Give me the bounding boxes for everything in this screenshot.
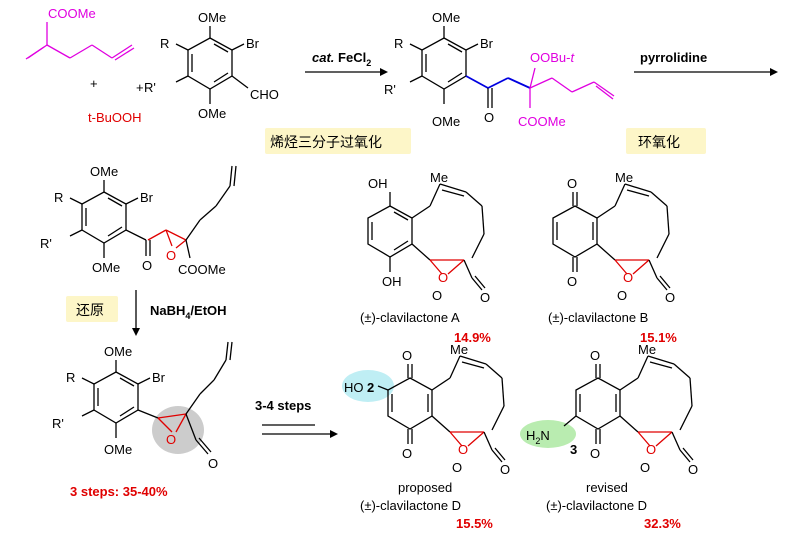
peroxide-oobu-label: OOBu-t [530,50,575,65]
proposed-clav-d-structure: O O Me O O O [377,342,510,477]
clav-a-epoxide-o: O [438,270,448,285]
clav-a-me: Me [430,170,448,185]
prop-d-yield: 15.5% [456,516,493,531]
peroxide-coome-label: COOMe [518,114,566,129]
peroxide-product: OMe Br R R' OMe O OOBu-t COOMe [384,10,615,129]
epoxide-o-label: O [166,248,176,263]
clav-b-ring-o: O [617,288,627,303]
clavilactone-a-structure: OH OH Me O O O [367,170,490,305]
epoxide-ketone-o: O [142,258,152,273]
rev-d-o-top: O [590,348,600,363]
lactone-carbonyl-o: O [208,456,218,471]
epoxidation-label: 环氧化 [638,134,680,150]
aldehyde-ome-bottom: OMe [198,106,226,121]
aldehyde-br: Br [246,36,260,51]
pyrrolidine-label: pyrrolidine [640,50,707,65]
aldehyde-cho: CHO [250,87,279,102]
nabh4-label: NaBH4/EtOH [150,303,227,321]
olefin-peroxidation-box [265,128,411,154]
lactone-br: Br [152,370,166,385]
peroxide-r: R [394,36,403,51]
clav-b-me: Me [615,170,633,185]
epoxidation-box [626,128,706,154]
catalyst-label: cat. FeCl2 [312,50,371,68]
epoxide-ome-bottom: OMe [92,260,120,275]
lactone-structure: OMe Br R R' OMe O O [52,341,233,471]
epoxide-r: R [54,190,63,205]
clav-a-carbonyl-o: O [480,290,490,305]
clav-a-oh-top: OH [368,176,388,191]
prop-d-carbonyl-o: O [500,462,510,477]
epoxide-coome: COOMe [178,262,226,277]
peroxide-br: Br [480,36,494,51]
clav-a-ring-o: O [432,288,442,303]
aldehyde-structure: OMe Br R R' + CHO OMe [136,10,279,121]
rev-d-position: 3 [570,442,577,457]
lactone-ome-bottom: OMe [104,442,132,457]
proposed-highlight [342,370,394,402]
revised-clav-d-structure: O O Me O O O [563,342,698,477]
clav-b-name: (±)-clavilactone B [548,310,648,325]
lactone-rprime: R' [52,416,64,431]
rev-d-me: Me [638,342,656,357]
plus-sign-1: + [90,76,98,91]
clav-b-carbonyl-o: O [665,290,675,305]
epoxide-structure: OMe Br R R' OMe O O COOMe [40,164,237,277]
peroxide-ome-bottom: OMe [432,114,460,129]
epoxide-ome-top: OMe [90,164,118,179]
lactone-yield: 3 steps: 35-40% [70,484,168,499]
lactone-r: R [66,370,75,385]
prop-d-substituent: HO [344,380,364,395]
prop-d-name: (±)-clavilactone D [360,498,461,513]
steps-label: 3-4 steps [255,398,311,413]
clav-b-o-top: O [567,176,577,191]
peroxide-rprime: R' [384,82,396,97]
clav-b-o-bottom: O [567,274,577,289]
lactone-highlight [152,406,204,454]
rev-d-yield: 32.3% [644,516,681,531]
prop-d-prefix: proposed [398,480,452,495]
prop-d-epoxide-o: O [458,442,468,457]
aldehyde-r: R [160,36,169,51]
epoxide-br: Br [140,190,154,205]
acrylate-coome-label: COOMe [48,6,96,21]
olefin-peroxidation-label: 烯烃三分子过氧化 [270,134,382,150]
rev-d-name: (±)-clavilactone D [546,498,647,513]
prop-d-o-top: O [402,348,412,363]
prop-d-ring-o: O [452,460,462,475]
clavilactone-b-structure: O O Me O O O [552,170,675,305]
lactone-epoxide-o: O [166,432,176,447]
clav-a-oh-bottom: OH [382,274,402,289]
clav-b-yield: 15.1% [640,330,677,345]
prop-d-me: Me [450,342,468,357]
clav-a-name: (±)-clavilactone A [360,310,460,325]
peroxide-ome-top: OMe [432,10,460,25]
rev-d-o-bottom: O [590,446,600,461]
clav-a-yield: 14.9% [454,330,491,345]
peroxide-ketone-o: O [484,110,494,125]
rev-d-ring-o: O [640,460,650,475]
tbhp-label: t-BuOOH [88,110,141,125]
revised-highlight [520,420,576,448]
reduction-box [66,296,118,322]
rev-d-substituent: H2N [526,428,550,446]
aldehyde-ome-top: OMe [198,10,226,25]
prop-d-o-bottom: O [402,446,412,461]
reduction-label: 还原 [76,302,104,318]
rev-d-prefix: revised [586,480,628,495]
rev-d-carbonyl-o: O [688,462,698,477]
plus-sign-2: + [136,80,144,95]
aldehyde-rprime: R' [144,80,156,95]
prop-d-position: 2 [367,380,374,395]
lactone-ome-top: OMe [104,344,132,359]
clav-b-epoxide-o: O [623,270,633,285]
rev-d-epoxide-o: O [646,442,656,457]
epoxide-rprime: R' [40,236,52,251]
acrylate-structure: COOMe [25,6,135,61]
